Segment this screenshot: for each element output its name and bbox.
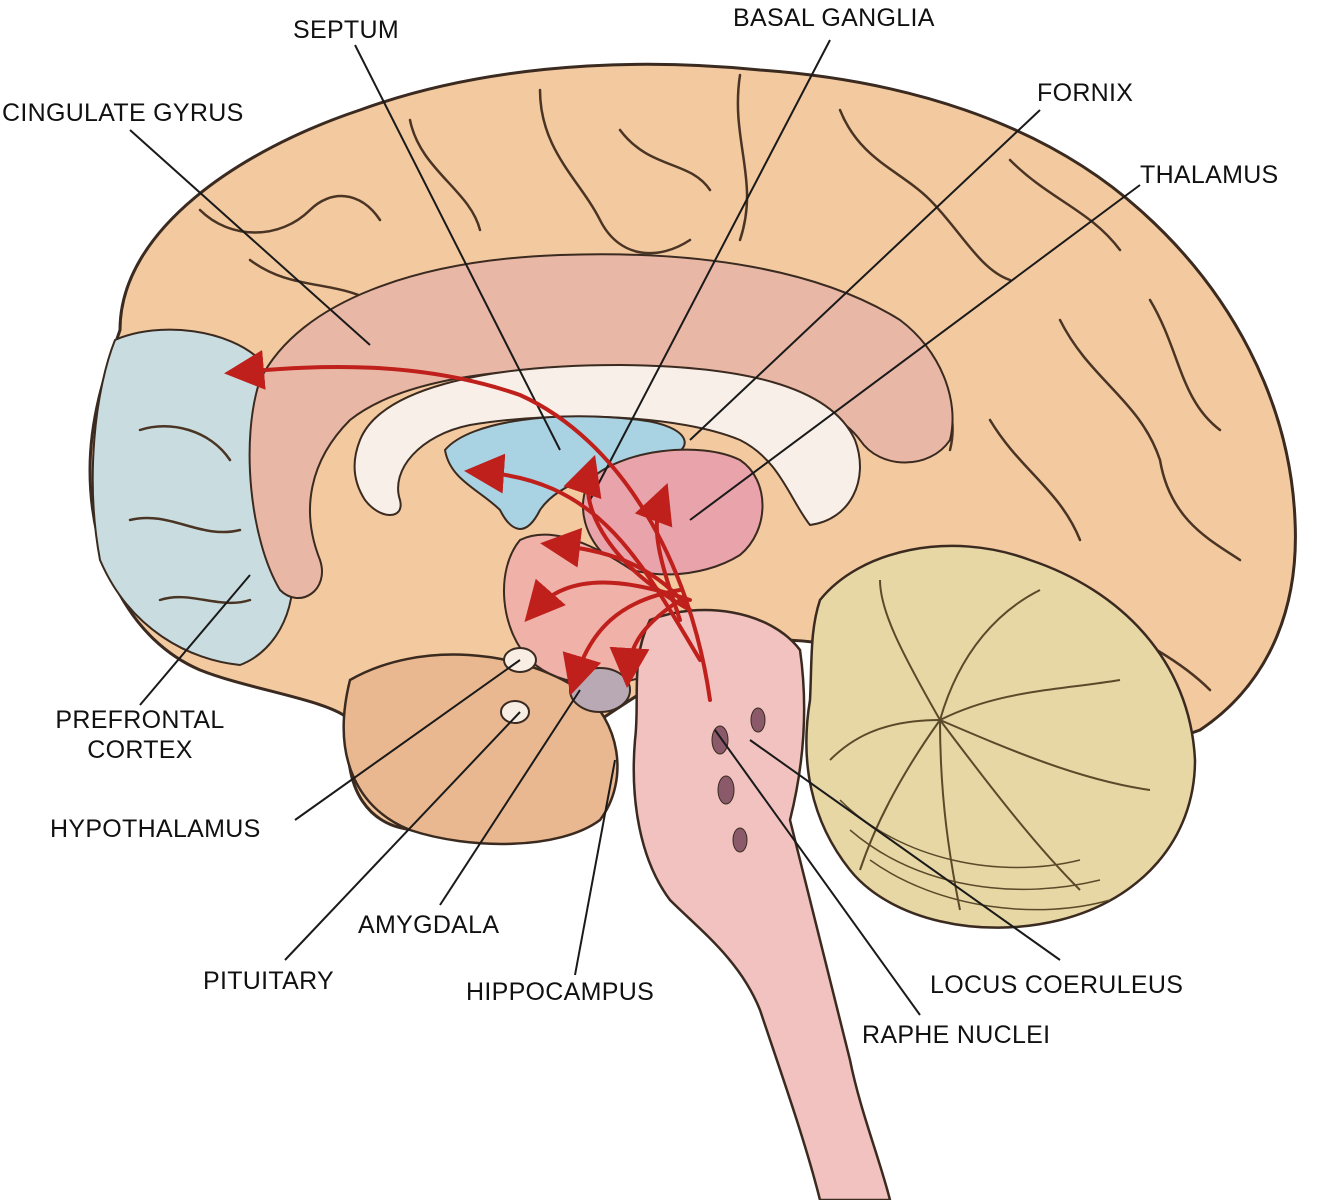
thalamus-region: [581, 448, 764, 576]
label-cingulate-gyrus: CINGULATE GYRUS: [2, 99, 244, 127]
leader-prefrontal-cortex: [139, 574, 251, 706]
leader-thalamus: [689, 184, 1141, 521]
leader-hippocampus: [574, 759, 616, 976]
label-hypothalamus: HYPOTHALAMUS: [50, 815, 261, 843]
leader-septum: [354, 44, 561, 451]
label-locus-coeruleus: LOCUS COERULEUS: [930, 971, 1184, 999]
label-thalamus: THALAMUS: [1140, 161, 1279, 189]
pathway-hippocampus: [609, 598, 682, 688]
corpus-callosum: [353, 363, 861, 527]
label-amygdala: AMYGDALA: [358, 911, 500, 939]
small-nucleus: [500, 700, 530, 724]
leader-pituitary: [284, 711, 521, 961]
cortical-folds: [128, 73, 1242, 692]
leader-locus-coeruleus: [749, 739, 1061, 961]
brainstem-nuclei: [711, 707, 766, 853]
leader-fornix: [689, 109, 1041, 441]
pathway-upper: [563, 454, 692, 612]
label-basal-ganglia: BASAL GANGLIA: [733, 4, 935, 32]
neural-pathways: [224, 349, 712, 702]
pathway-amygdala: [562, 588, 682, 696]
label-pituitary: PITUITARY: [203, 967, 334, 995]
temporal-lobe: [342, 653, 619, 846]
pathway-prefrontal: [224, 349, 712, 702]
leader-cingulate-gyrus: [129, 129, 371, 346]
leader-raphe-nuclei: [714, 729, 921, 1016]
leader-hypothalamus: [294, 659, 521, 821]
pathway-septum: [464, 453, 702, 662]
leader-basal-ganglia: [589, 39, 831, 501]
label-fornix: FORNIX: [1037, 79, 1134, 107]
cerebellum: [805, 544, 1197, 929]
label-septum: SEPTUM: [293, 16, 399, 44]
leader-amygdala: [439, 689, 581, 906]
leader-lines: [129, 39, 1141, 1016]
label-prefrontal-line1: PREFRONTAL: [55, 706, 225, 734]
label-hippocampus: HIPPOCAMPUS: [466, 978, 655, 1006]
cerebellum-folia: [829, 579, 1151, 911]
label-prefrontal-line2: CORTEX: [87, 736, 193, 764]
label-prefrontal-cortex: PREFRONTAL CORTEX: [40, 705, 240, 765]
label-raphe-nuclei: RAPHE NUCLEI: [862, 1021, 1051, 1049]
